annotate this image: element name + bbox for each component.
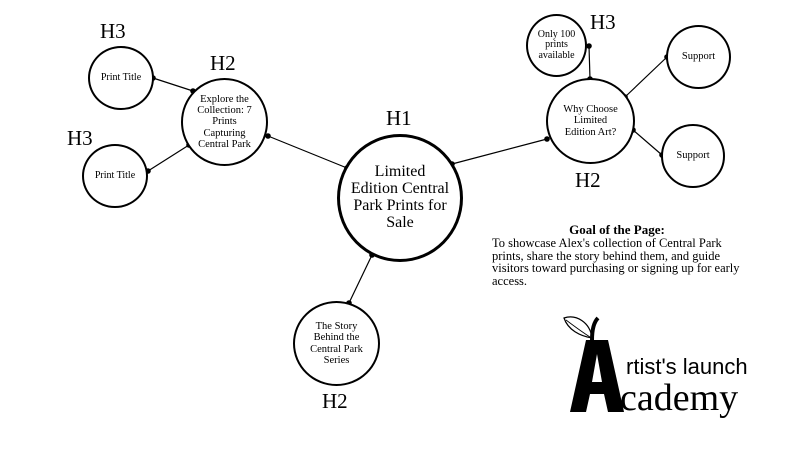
edge-left-h2-h3-top [152, 77, 194, 92]
bottom-h2-level-label: H2 [322, 389, 348, 413]
logo-line1: rtist's launch [626, 354, 748, 379]
left-h2-label: Explore the Collection: 7 Prints Capturi… [197, 94, 252, 150]
left-h3-top-node: Print Title [88, 46, 154, 110]
central-node-label: Limited Edition Central Park Prints for … [350, 163, 450, 231]
right-support-top-label: Support [681, 51, 716, 63]
right-h2-label: Why Choose Limited Edition Art? [563, 104, 618, 138]
central-level-label: H1 [386, 106, 412, 130]
goal-title: Goal of the Page: [569, 222, 665, 237]
right-h3-top-label: Only 100 prints available [537, 28, 576, 61]
logo-initial-a [570, 340, 624, 412]
central-node: Limited Edition Central Park Prints for … [337, 134, 463, 262]
right-h2-node: Why Choose Limited Edition Art? [546, 78, 635, 164]
edge-right-h2-support-bottom [632, 129, 663, 156]
right-support-bottom-label: Support [676, 150, 710, 162]
edge-left-h2-h3-bottom [147, 144, 190, 172]
left-h3-top-label: Print Title [100, 71, 142, 83]
goal-body: To showcase Alex's collection of Central… [492, 236, 740, 288]
artists-launch-academy-logo: rtist's launch cademy [563, 316, 748, 419]
logo-line2: cademy [620, 377, 738, 419]
edge-right-h2-h3-top [588, 45, 591, 80]
edge-central-left-h2 [267, 135, 348, 169]
right-h3-top-level-label: H3 [590, 10, 616, 34]
edge-central-right-h2 [451, 138, 548, 165]
left-h3-top-level-label: H3 [100, 19, 126, 43]
right-h2-level-label: H2 [575, 168, 601, 192]
right-h3-top-node: Only 100 prints available [526, 14, 587, 77]
bottom-h2-node: The Story Behind the Central Park Series [293, 301, 380, 386]
edge-right-h2-support-top [624, 56, 668, 98]
edge-central-bottom-h2 [348, 254, 373, 304]
left-h3-bottom-label: Print Title [94, 169, 136, 181]
goal-text-block: Goal of the Page: To showcase Alex's col… [492, 223, 742, 287]
left-h2-node: Explore the Collection: 7 Prints Capturi… [181, 78, 268, 166]
bottom-h2-label: The Story Behind the Central Park Series [310, 321, 363, 366]
left-h3-bottom-level-label: H3 [67, 126, 93, 150]
leaf-icon [563, 316, 593, 339]
right-support-bottom-node: Support [661, 124, 725, 188]
right-support-top-node: Support [666, 25, 731, 89]
left-h3-bottom-node: Print Title [82, 144, 148, 208]
left-h2-level-label: H2 [210, 51, 236, 75]
